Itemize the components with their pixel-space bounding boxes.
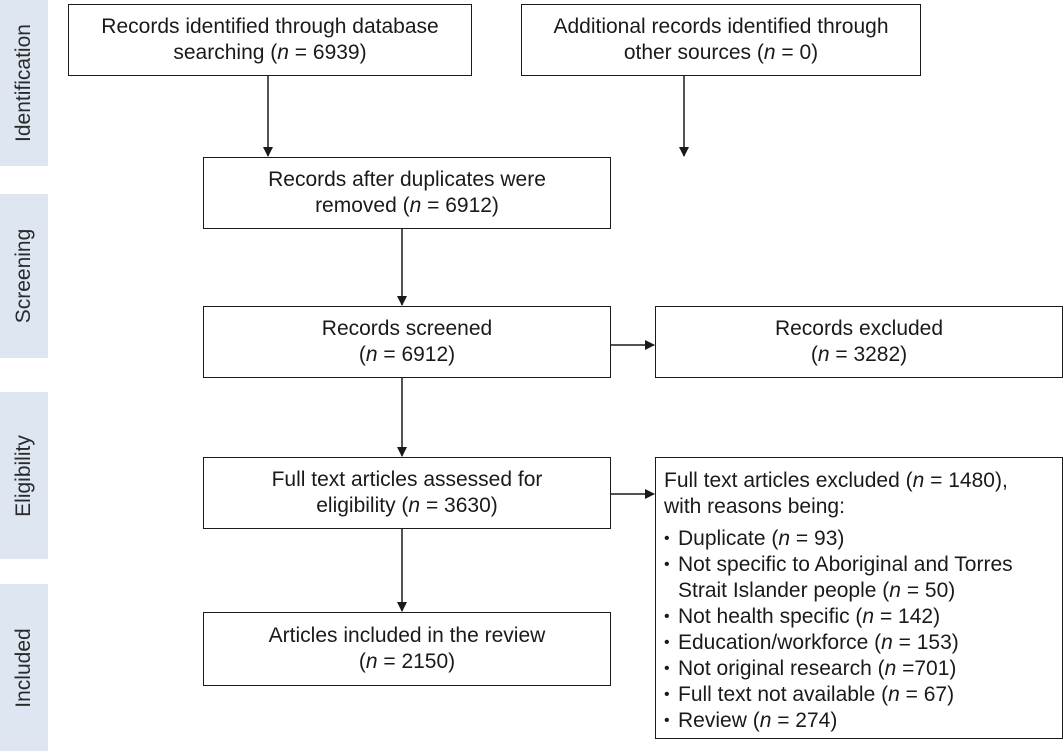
box-fulltext-excluded: Full text articles excluded (n = 1480), …: [655, 457, 1063, 739]
screened-line1: Records screened: [321, 317, 493, 340]
other-sources-line2: other sources (n = 0): [623, 41, 819, 64]
screened-line2: (n = 6912): [358, 343, 456, 366]
reason-full-text-unavailable: Full text not available (n = 67): [664, 682, 1013, 708]
reason-education-workforce: Education/workforce (n = 153): [664, 630, 1013, 656]
other-sources-line1: Additional records identified through: [553, 15, 889, 38]
box-fulltext-assessed: Full text articles assessed for eligibil…: [203, 457, 611, 529]
after-duplicates-line1: Records after duplicates were: [268, 168, 546, 191]
exclusion-reasons-list: Duplicate (n = 93) Not specific to Abori…: [664, 526, 1013, 734]
box-records-screened: Records screened (n = 6912): [203, 306, 611, 378]
box-after-duplicates: Records after duplicates were removed (n…: [203, 157, 611, 229]
reason-duplicate: Duplicate (n = 93): [664, 526, 1013, 552]
stage-included: Included: [0, 584, 48, 751]
box-records-excluded: Records excluded (n = 3282): [655, 306, 1063, 378]
box-other-sources: Additional records identified through ot…: [521, 4, 921, 76]
excluded-line1: Records excluded: [774, 317, 944, 340]
stage-screening: Screening: [0, 194, 48, 358]
assessed-line1: Full text articles assessed for: [271, 468, 543, 491]
excluded-line2: (n = 3282): [810, 343, 908, 366]
stage-identification: Identification: [0, 0, 48, 166]
box-articles-included: Articles included in the review (n = 215…: [203, 612, 611, 686]
included-line2: (n = 2150): [358, 650, 456, 673]
reason-not-specific: Not specific to Aboriginal and TorresStr…: [664, 552, 1013, 604]
box-database-search: Records identified through database sear…: [68, 4, 472, 76]
after-duplicates-line2: removed (n = 6912): [315, 194, 499, 217]
fulltext-excluded-line1: Full text articles excluded (n = 1480),: [664, 469, 1008, 492]
database-search-line1: Records identified through database: [101, 15, 439, 38]
included-line1: Articles included in the review: [268, 624, 546, 647]
fulltext-excluded-line2: with reasons being:: [664, 495, 845, 518]
assessed-line2: eligibility (n = 3630): [316, 494, 498, 517]
stage-eligibility: Eligibility: [0, 392, 48, 559]
database-search-line2: searching (n = 6939): [173, 41, 367, 64]
reason-not-health-specific: Not health specific (n = 142): [664, 604, 1013, 630]
reason-review: Review (n = 274): [664, 708, 1013, 734]
reason-not-original-research: Not original research (n =701): [664, 656, 1013, 682]
